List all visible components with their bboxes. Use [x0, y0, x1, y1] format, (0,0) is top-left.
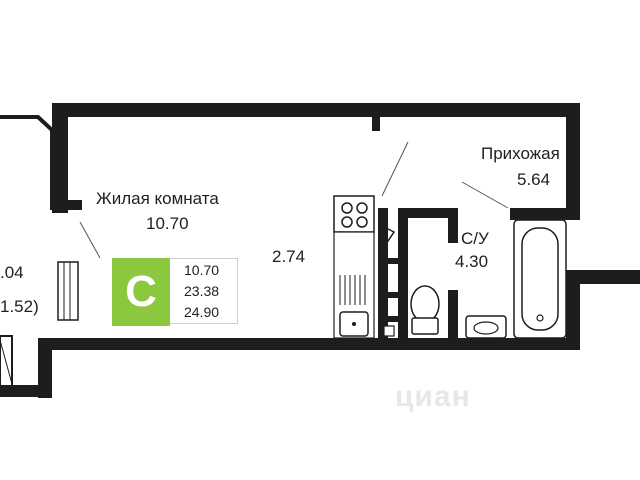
wall-kitchen-mid1 [378, 258, 408, 264]
window-icon [57, 261, 79, 321]
bathtub-icon [513, 219, 567, 339]
wall-top-notch [372, 117, 380, 131]
watermark-logo: циан [395, 380, 471, 413]
wall-bath-top [510, 208, 580, 220]
room-name-hall: Прихожая [481, 144, 560, 163]
wall-bath-left [448, 290, 458, 338]
balcony-wall [0, 115, 54, 210]
wall-partition-b [398, 208, 458, 218]
toilet-icon [410, 285, 440, 335]
wall-right-ext [580, 270, 640, 284]
summary-area-without-balcony: 23.38 [184, 282, 220, 299]
washbasin-icon [465, 315, 507, 339]
utility-box [383, 325, 395, 337]
leader-hall-left [381, 141, 409, 197]
wall-top [52, 103, 580, 117]
wall-partition-a [398, 208, 408, 338]
room-name-bath: С/У [461, 229, 489, 248]
stove-icon [333, 195, 375, 233]
door-icon [381, 225, 396, 251]
wall-partition-c [448, 208, 458, 243]
wall-right-lower [566, 270, 580, 345]
studio-badge: C [112, 258, 170, 326]
wall-right [566, 103, 580, 208]
room-name-living: Жилая комната [96, 189, 219, 208]
summary-total-area: 24.90 [184, 303, 220, 320]
room-area-hall: 5.64 [517, 170, 551, 189]
wall-left-stub [68, 200, 82, 210]
balcony-area-secondary: 1.52) [0, 297, 39, 316]
balcony-area: .04 [0, 263, 24, 282]
wall-kitchen-right [378, 208, 388, 338]
summary-living-area: 10.70 [184, 262, 220, 279]
room-area-kitchen: 2.74 [272, 247, 306, 266]
sink-icon [339, 311, 369, 337]
balcony-detail [0, 339, 13, 385]
wall-bottom [38, 338, 580, 350]
balcony-frame [0, 335, 13, 387]
wall-kitchen-mid3 [378, 316, 408, 322]
wall-left-upper [52, 103, 68, 213]
wall-bottom-left2 [0, 385, 52, 397]
room-area-bath: 4.30 [455, 252, 489, 271]
badge-letter: C [125, 267, 157, 316]
dish-rack [339, 275, 366, 305]
leader-living [79, 221, 101, 259]
wall-kitchen-mid2 [378, 292, 408, 298]
room-area-living: 10.70 [146, 214, 189, 233]
wall-bottom-left [38, 338, 52, 398]
area-summary: 10.70 23.38 24.90 [170, 258, 238, 324]
leader-hall-right [461, 181, 509, 209]
